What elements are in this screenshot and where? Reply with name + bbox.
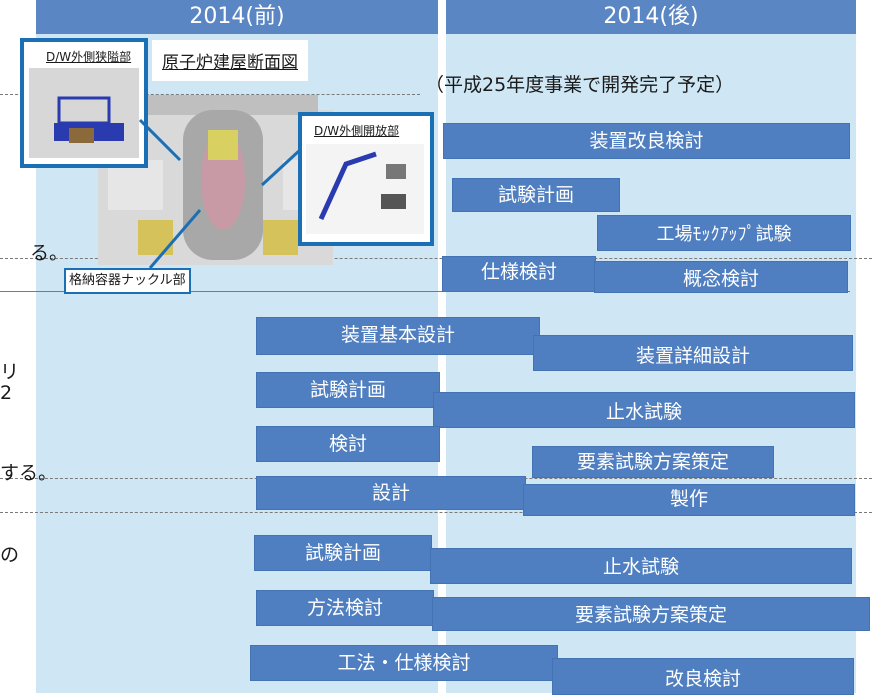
bar-element-test-plan: 要素試験方案策定 — [532, 446, 774, 478]
left-fragment: の — [0, 544, 20, 566]
bar-concept-review: 概念検討 — [594, 261, 848, 293]
divider-dashed — [0, 512, 872, 513]
bar-spec-review: 仕様検討 — [442, 256, 596, 292]
divider-dashed — [0, 94, 420, 95]
dw-narrow-caption: D/W外側狭隘部 — [46, 50, 132, 64]
bar-test-plan: 試験計画 — [452, 178, 620, 212]
figure-title: 原子炉建屋断面図 — [152, 40, 308, 81]
left-fragment: 2 — [0, 382, 13, 404]
bar-test-plan: 試験計画 — [254, 535, 432, 571]
manipulator-image — [306, 144, 424, 234]
bar-review: 検討 — [256, 426, 440, 462]
dw-narrow-callout: D/W外側狭隘部 — [20, 38, 148, 168]
left-fragment: リ — [0, 361, 20, 383]
bar-water-stop-test: 止水試験 — [430, 548, 852, 584]
bar-water-stop-test: 止水試験 — [433, 392, 855, 428]
bar-improvement-review: 改良検討 — [552, 658, 854, 695]
header-2014-after: 2014(後) — [446, 0, 856, 34]
bar-basic-design: 装置基本設計 — [256, 317, 540, 355]
development-note: （平成25年度事業で開発完了予定） — [425, 74, 735, 96]
bar-method-review: 方法検討 — [256, 590, 434, 626]
bar-detailed-design: 装置詳細設計 — [533, 335, 853, 371]
dw-open-callout: D/W外側開放部 — [298, 112, 434, 246]
divider-dashed — [0, 258, 872, 259]
bar-device-improvement-review: 装置改良検討 — [443, 123, 850, 159]
left-fragment: する。 — [0, 462, 58, 484]
divider-solid — [0, 291, 850, 292]
header-2014-before: 2014(前) — [36, 0, 438, 34]
bar-design: 設計 — [256, 476, 526, 510]
dw-open-caption: D/W外側開放部 — [314, 124, 400, 138]
bar-element-test-plan: 要素試験方案策定 — [432, 597, 870, 631]
bar-method-spec-review: 工法・仕様検討 — [250, 645, 558, 681]
left-fragment: る。 — [30, 242, 69, 264]
knuckle-label: 格納容器ナックル部 — [64, 268, 191, 294]
bar-fabrication: 製作 — [523, 484, 855, 516]
reactor-building-illustration — [88, 70, 340, 265]
crawler-robot-image — [29, 68, 139, 158]
bar-factory-mockup-test: 工場ﾓｯｸｱｯﾌﾟ試験 — [597, 215, 851, 251]
bar-test-plan: 試験計画 — [256, 372, 440, 408]
